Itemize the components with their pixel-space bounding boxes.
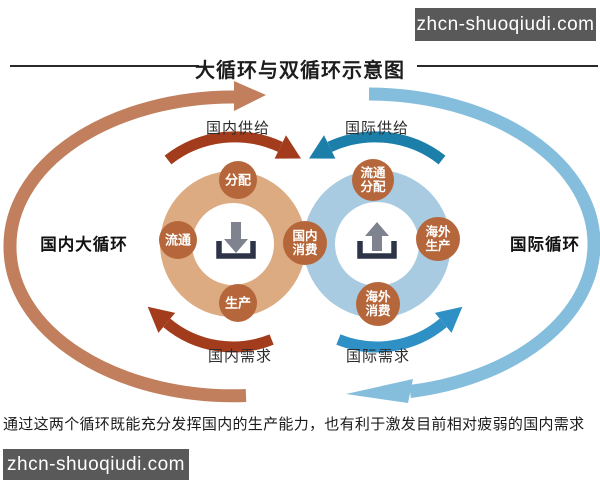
upload-tray-icon [357,222,397,259]
caption: 通过这两个循环既能充分发挥国内的生产能力，也有利于激发目前相对疲弱的国内需求 [3,416,585,433]
node-badge-circulation: 流通 [159,221,197,259]
watermark-badge-bottom: zhcn-shuoqiudi.com [3,449,189,480]
svg-text:海外: 海外 [425,224,451,239]
domestic-loop-label: 国内大循环 [40,234,128,254]
svg-text:生产: 生产 [425,238,450,253]
node-badge-distribution: 分配 [219,161,257,199]
watermark-badge-top-text: zhcn-shuoqiudi.com [416,13,595,35]
title-rule-right [417,65,598,67]
svg-text:消费: 消费 [292,242,318,257]
node-badge-domestic-consumption: 国内 消费 [283,221,327,265]
svg-text:海外: 海外 [365,289,391,304]
international-demand-arrow [336,318,447,353]
node-badge-overseas-production: 海外 生产 [416,217,460,261]
domestic-supply-arrowhead [274,135,301,159]
domestic-supply-label: 国内供给 [206,120,270,137]
international-demand-label: 国际需求 [346,348,410,365]
international-loop-label: 国际循环 [510,234,580,254]
domestic-demand-arrowhead [147,306,176,333]
international-demand-arrowhead [434,306,463,333]
international-supply-arrow [327,131,446,165]
svg-text:分配: 分配 [225,173,251,188]
node-badge-intl-circulation: 流通 分配 [352,159,394,201]
node-badge-overseas-consumption: 海外 消费 [356,282,400,326]
svg-text:流通: 流通 [360,165,386,180]
international-outer-loop-arc [368,87,600,398]
node-badge-production: 生产 [219,284,257,322]
domestic-outer-loop-arc [3,90,247,403]
svg-text:流通: 流通 [165,233,191,248]
svg-text:生产: 生产 [225,296,251,311]
svg-text:分配: 分配 [360,179,386,194]
watermark-badge-top: zhcn-shuoqiudi.com [415,8,596,41]
svg-text:消费: 消费 [365,303,391,318]
domestic-demand-label: 国内需求 [208,348,272,365]
download-tray-icon [216,222,256,259]
watermark-badge-bottom-text: zhcn-shuoqiudi.com [7,453,185,475]
domestic-supply-arrow [164,131,283,165]
international-supply-label: 国际供给 [345,120,409,137]
domestic-outer-loop-arrowhead [234,81,266,111]
international-supply-arrowhead [309,135,336,159]
svg-text:国内: 国内 [292,228,317,243]
title-rule-left [10,65,199,67]
page-title: 大循环与双循环示意图 [195,60,405,82]
domestic-demand-arrow [163,318,274,353]
international-outer-loop-arrowhead [346,379,413,403]
